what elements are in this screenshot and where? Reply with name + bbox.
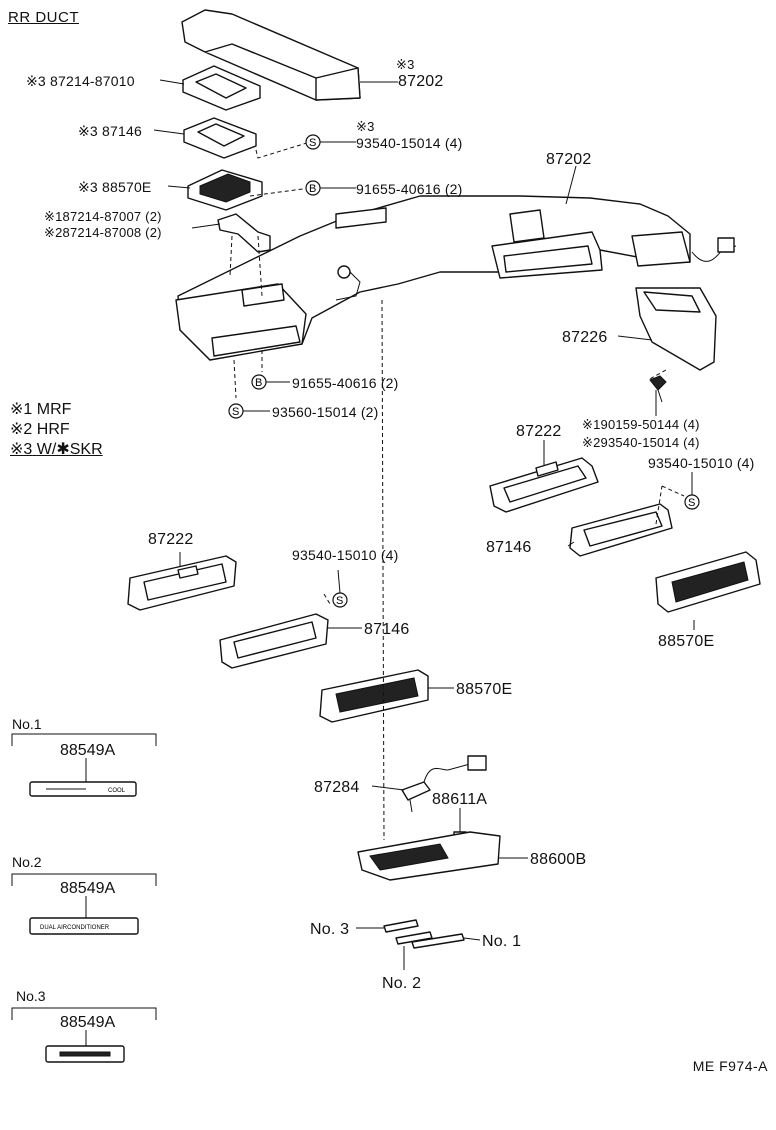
top-duct: [181, 9, 361, 101]
screw-symbol: S: [684, 494, 700, 510]
label-no3: No. 3: [310, 921, 350, 938]
svg-text:S: S: [688, 497, 695, 509]
label-gasket-87146: ※3 87146: [78, 123, 142, 139]
bolt-symbol: B: [305, 180, 321, 196]
svg-text:S: S: [309, 137, 316, 149]
bracket: [217, 213, 271, 253]
variant-no1-part: 88549A: [60, 742, 116, 759]
variant-no2-part: 88549A: [60, 880, 116, 897]
blower-unit: [187, 169, 263, 211]
svg-text:DUAL AIRCONDITIONER: DUAL AIRCONDITIONER: [40, 925, 110, 931]
label-gasket-87010: ※3 87214-87010: [26, 73, 135, 89]
gasket-87146: [183, 117, 257, 159]
bolt-symbol: B: [251, 374, 267, 390]
clip: [649, 375, 667, 403]
legend-item: ※3 W/✱SKR: [10, 441, 103, 458]
label-elbow: 87226: [562, 329, 608, 346]
legend-item: ※1 MRF: [10, 401, 72, 418]
bezel-right: [569, 503, 673, 557]
label-main-duct: 87202: [546, 151, 592, 168]
variant-no1-plate: COOL: [11, 733, 157, 797]
page-title: RR DUCT: [8, 9, 79, 26]
label-control: 88600B: [530, 851, 587, 868]
label-bolt-1: 91655-40616 (2): [356, 181, 463, 197]
panel-left: [127, 555, 237, 611]
drawing-code: ME F974-A: [692, 1058, 768, 1074]
screw-symbol: S: [305, 134, 321, 150]
label-screw-3: 93540-15010 (4): [648, 455, 755, 471]
label-top-duct: 87202: [398, 73, 444, 90]
label-screw-1: 93540-15014 (4): [356, 135, 463, 151]
variant-no2-name: No.2: [12, 854, 42, 870]
svg-text:S: S: [232, 406, 239, 418]
register-right: [655, 551, 761, 613]
label-bezel-left: 87146: [364, 621, 410, 638]
label-no2: No. 2: [382, 975, 422, 992]
variant-no2-plate: DUAL AIRCONDITIONER: [11, 873, 157, 935]
elbow-duct: [635, 287, 717, 371]
label-switch: 88611A: [432, 791, 488, 808]
variant-no3-part: 88549A: [60, 1014, 116, 1031]
bezel-left: [219, 613, 329, 669]
gasket-87010: [182, 65, 261, 111]
label-screw-4: 93540-15010 (4): [292, 547, 399, 563]
note-top-duct: ※3: [396, 57, 415, 72]
label-screw-2: 93560-15014 (2): [272, 404, 379, 420]
legend: ※1 MRF ※2 HRF ※3 W/✱SKR: [10, 400, 103, 460]
panel-right: [489, 457, 599, 513]
screw-symbol: S: [332, 592, 348, 608]
svg-text:S: S: [336, 595, 343, 607]
label-blower: ※3 88570E: [78, 179, 152, 195]
label-bracket-1: ※187214-87007 (2): [44, 209, 162, 224]
control-unit: [357, 831, 501, 881]
sensor: [401, 755, 487, 813]
legend-item: ※2 HRF: [10, 421, 70, 438]
strip-no3: [383, 919, 419, 933]
strip-no1: [411, 933, 465, 949]
label-bezel-right: 87146: [486, 539, 532, 556]
svg-text:COOL: COOL: [108, 788, 126, 794]
screw-symbol: S: [228, 403, 244, 419]
svg-text:B: B: [309, 183, 316, 195]
label-sensor: 87284: [314, 779, 360, 796]
label-panel-right: 87222: [516, 423, 562, 440]
variant-no3-plate: [11, 1007, 157, 1063]
label-clip-2: ※293540-15014 (4): [582, 435, 700, 450]
register-center: [319, 669, 429, 723]
label-register-right: 88570E: [658, 633, 715, 650]
variant-no3-name: No.3: [16, 988, 46, 1004]
strip-no2: [395, 931, 433, 945]
label-bracket-2: ※287214-87008 (2): [44, 225, 162, 240]
label-panel-left: 87222: [148, 531, 194, 548]
variant-no1-name: No.1: [12, 716, 42, 732]
svg-text:B: B: [255, 377, 262, 389]
label-no1: No. 1: [482, 933, 522, 950]
note-screw: ※3: [356, 119, 375, 134]
main-duct: [175, 195, 737, 361]
label-clip-1: ※190159-50144 (4): [582, 417, 700, 432]
label-bolt-2: 91655-40616 (2): [292, 375, 399, 391]
label-register-center: 88570E: [456, 681, 513, 698]
